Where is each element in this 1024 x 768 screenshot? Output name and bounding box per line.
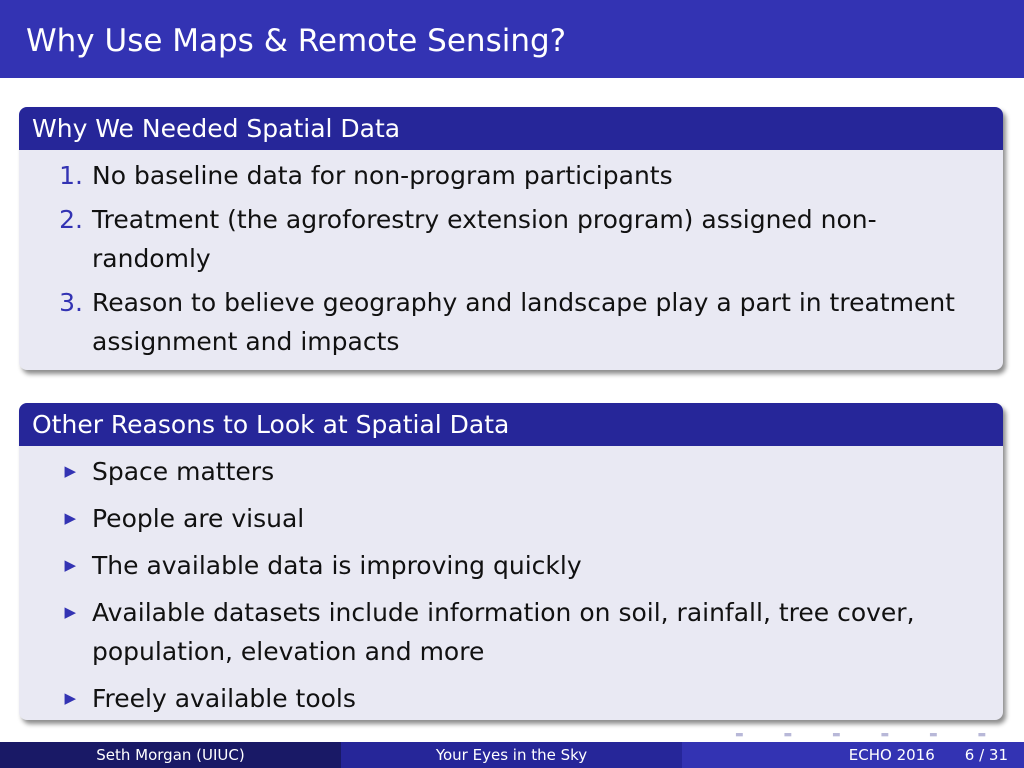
item-text: Available datasets include information o…	[92, 598, 915, 666]
bullet-list: ▶ Space matters ▶ People are visual ▶ The a…	[19, 446, 1003, 726]
item-text: The available data is improving quickly	[92, 551, 582, 580]
frame-title: Why Use Maps & Remote Sensing?	[0, 0, 1024, 78]
item-number: 2.	[59, 205, 83, 234]
item-text: Space matters	[92, 457, 275, 486]
block-other-reasons: Other Reasons to Look at Spatial Data ▶ S…	[19, 403, 1003, 720]
item-text: Freely available tools	[92, 684, 356, 713]
block-title: Why We Needed Spatial Data	[19, 107, 1003, 150]
footer-author: Seth Morgan (UIUC)	[0, 742, 341, 768]
item-text: Reason to believe geography and landscap…	[92, 288, 955, 356]
list-item: 3. Reason to believe geography and landsc…	[19, 283, 983, 361]
list-item: ▶ Freely available tools	[19, 679, 983, 718]
list-item: ▶ Available datasets include information …	[19, 593, 983, 671]
triangle-right-icon: ▶	[64, 462, 76, 480]
triangle-right-icon: ▶	[64, 603, 76, 621]
list-item: ▶ People are visual	[19, 499, 983, 538]
list-item: ▶ Space matters	[19, 452, 983, 491]
navigation-symbols[interactable]: ▬▬▬▬▬▬	[735, 730, 1024, 740]
triangle-right-icon: ▶	[64, 509, 76, 527]
item-text: People are visual	[92, 504, 305, 533]
item-number: 3.	[59, 288, 83, 317]
item-number: 1.	[59, 161, 83, 190]
list-item: 2. Treatment (the agroforestry extension …	[19, 200, 983, 278]
list-item: 1. No baseline data for non-program parti…	[19, 156, 983, 195]
footer: Seth Morgan (UIUC) Your Eyes in the Sky …	[0, 742, 1024, 768]
enumerated-list: 1. No baseline data for non-program parti…	[19, 150, 1003, 369]
triangle-right-icon: ▶	[64, 556, 76, 574]
block-title: Other Reasons to Look at Spatial Data	[19, 403, 1003, 446]
footer-info: ECHO 2016 6 / 31	[682, 742, 1024, 768]
footer-event: ECHO 2016	[848, 746, 935, 764]
list-item: ▶ The available data is improving quickly	[19, 546, 983, 585]
item-text: No baseline data for non-program partici…	[92, 161, 673, 190]
footer-title: Your Eyes in the Sky	[341, 742, 682, 768]
block-spatial-data-need: Why We Needed Spatial Data 1. No baseline…	[19, 107, 1003, 370]
item-text: Treatment (the agroforestry extension pr…	[92, 205, 877, 273]
triangle-right-icon: ▶	[64, 689, 76, 707]
page-number: 6 / 31	[964, 746, 1008, 764]
